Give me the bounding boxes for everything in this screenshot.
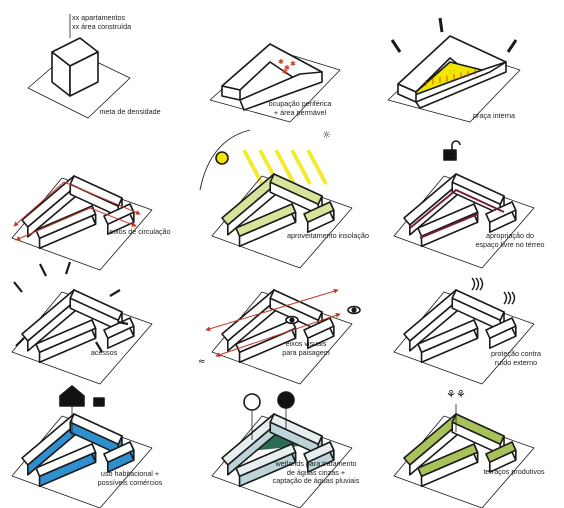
sun-icon bbox=[215, 151, 229, 165]
periphery-panel: ✱✱✱✱ bbox=[209, 43, 341, 123]
recycle-icon bbox=[243, 393, 261, 411]
density-cube-panel bbox=[27, 14, 131, 119]
panel-label-7: acessos bbox=[90, 348, 118, 357]
panel-label-11: wetlands para tratamento de águas cinzas… bbox=[272, 459, 360, 486]
panel-label-9: proteção contra ruído externo bbox=[491, 349, 541, 367]
sprout-icon: ⚘⚘ bbox=[446, 388, 466, 401]
svg-text:✱: ✱ bbox=[282, 68, 288, 76]
circulation-panel bbox=[11, 175, 153, 271]
access-panel bbox=[11, 261, 153, 385]
wetland-panel bbox=[211, 391, 353, 508]
inner-plaza-panel bbox=[387, 17, 521, 123]
panel-label-6: apropriação do espaço livre no térreo bbox=[475, 231, 545, 249]
panel-label-5: aproveitamento insolação bbox=[287, 231, 369, 240]
panel-label-12: terraços produtivos bbox=[483, 467, 545, 476]
house-icon bbox=[59, 385, 85, 407]
panel-label-4: eixos de circulação bbox=[109, 227, 171, 236]
open-lock-icon bbox=[443, 149, 457, 161]
insolation-panel: ☼ bbox=[199, 129, 353, 269]
briefcase-icon bbox=[93, 397, 105, 407]
wave-icon: ≈ bbox=[198, 357, 206, 367]
panel-label-3: praça interna bbox=[473, 111, 515, 120]
residential-panel bbox=[11, 385, 153, 508]
rain-icon bbox=[277, 391, 295, 409]
panel-label-1: xx apartamentos xx área construída bbox=[72, 13, 132, 31]
gear-icon: ☼ bbox=[322, 130, 331, 141]
svg-text:✱: ✱ bbox=[290, 60, 296, 68]
visual-axes-panel: ≈ bbox=[198, 288, 361, 385]
panel-label-10: uso habitacional + possíveis comércios bbox=[97, 469, 163, 487]
panel-label-2: ocupação periférica + área permável bbox=[268, 99, 332, 117]
terraces-panel: ⚘⚘ bbox=[393, 388, 535, 508]
noise-panel bbox=[393, 277, 535, 385]
ground-floor-panel bbox=[393, 140, 535, 269]
svg-text:✱: ✱ bbox=[284, 64, 290, 72]
panel-label-8: eixos visuais para paisagem bbox=[282, 339, 330, 357]
svg-text:✱: ✱ bbox=[278, 58, 284, 66]
panel-sublabel-1: meta de densidade bbox=[99, 107, 161, 116]
